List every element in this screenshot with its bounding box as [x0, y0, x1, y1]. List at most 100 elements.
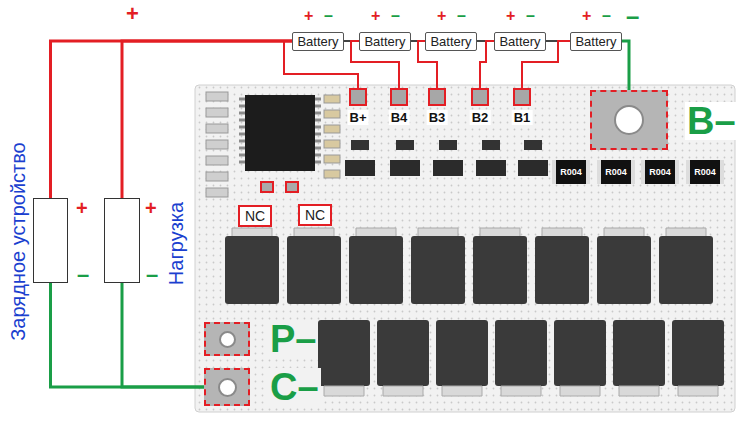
smd-component [324, 140, 340, 148]
wire [51, 283, 205, 387]
mosfet [495, 320, 547, 386]
power-pad: P– [204, 322, 250, 356]
pcb-texture [195, 85, 735, 412]
shunt-resistor [552, 160, 590, 184]
polarity-sign: + [76, 198, 88, 218]
transistor [518, 160, 548, 176]
polarity-sign: – [391, 8, 400, 24]
polarity-sign: + [506, 8, 515, 24]
transistor [433, 160, 463, 176]
wire [480, 41, 494, 88]
mosfet [613, 320, 665, 386]
transistor [476, 160, 506, 176]
resistor-marking: R004 [560, 168, 582, 177]
nc-label: NC [305, 207, 325, 223]
battery-label: Battery [499, 34, 540, 49]
smd-resistor [524, 140, 542, 150]
resistor-marking: R004 [605, 168, 627, 177]
balance-pad: B+ [349, 88, 367, 106]
shunt-resistor [641, 160, 679, 184]
shunt-resistor [597, 160, 635, 184]
polarity-sign: – [602, 8, 611, 24]
wire [51, 41, 293, 198]
pcb-board [195, 85, 735, 412]
pad-label: B2 [470, 110, 491, 125]
balance-pad: B2 [471, 88, 489, 106]
balance-pad: B1 [513, 88, 531, 106]
ic-chip [245, 95, 315, 171]
mounting-hole [218, 378, 237, 397]
battery-label: Battery [575, 34, 616, 49]
smd-component [206, 108, 228, 117]
polarity-sign: + [582, 8, 591, 24]
shunt-resistors [552, 160, 724, 184]
polarity-sign: – [526, 8, 535, 24]
smd-resistor [396, 140, 414, 150]
pad-label: B1 [512, 110, 533, 125]
wire [622, 41, 629, 90]
polarity-sign: – [77, 264, 89, 286]
power-pad: C– [204, 368, 250, 406]
mosfet [411, 236, 465, 304]
smd-resistor [482, 140, 500, 150]
wire [122, 283, 204, 387]
mosfet [318, 320, 370, 386]
polarity-sign: – [146, 264, 158, 286]
mounting-hole [219, 331, 236, 348]
polarity-sign: – [324, 8, 333, 24]
device-label: Зарядное устройство [6, 142, 29, 341]
resistor-marking: R004 [649, 168, 671, 177]
polarity-sign: + [126, 3, 139, 25]
battery-box: Battery [292, 32, 344, 51]
smd-component [324, 125, 340, 133]
mosfet-tab [324, 386, 718, 396]
battery-box: Battery [570, 32, 622, 51]
charger-box: Зарядное устройство [33, 198, 68, 283]
polarity-sign: + [145, 198, 157, 218]
mosfet [349, 236, 403, 304]
transistors [345, 140, 548, 176]
smd-component [206, 140, 228, 149]
mosfets-bottom [318, 320, 724, 396]
resistor-caps [552, 160, 724, 184]
smd-component [324, 110, 340, 118]
battery-box: Battery [425, 32, 477, 51]
mosfet [377, 320, 429, 386]
smd-component [324, 95, 340, 103]
smd-components [206, 92, 340, 197]
pad-label: B4 [389, 110, 410, 125]
nc-marker: NC [298, 204, 332, 226]
battery-box: Battery [359, 32, 411, 51]
mosfet [225, 236, 279, 304]
transistor [390, 160, 420, 176]
battery-label: Battery [364, 34, 405, 49]
wire [122, 41, 292, 198]
mosfet [535, 236, 589, 304]
battery-box: Battery [494, 32, 546, 51]
mosfet [436, 320, 488, 386]
pad-label: B3 [427, 110, 448, 125]
mosfet [672, 320, 724, 386]
polarity-sign: + [304, 8, 313, 24]
smd-component [206, 92, 228, 101]
mosfet [287, 236, 341, 304]
smd-resistor [351, 140, 369, 150]
solder-pad [286, 182, 298, 192]
mosfet [473, 236, 527, 304]
mounting-hole [614, 105, 644, 135]
load-box: Нагрузка [104, 198, 140, 283]
nc-marker: NC [238, 205, 272, 227]
balance-pad: B4 [390, 88, 408, 106]
smd-component [324, 155, 340, 163]
mosfet [597, 236, 651, 304]
mosfets-top [225, 228, 713, 304]
device-label: Нагрузка [165, 201, 188, 284]
smd-component [324, 170, 340, 178]
terminal-label: B– [685, 102, 738, 140]
transistor [345, 160, 375, 176]
polarity-sign: – [457, 8, 466, 24]
polarity-sign: + [371, 8, 380, 24]
smd-resistor [439, 140, 457, 150]
smd-component [206, 188, 228, 197]
